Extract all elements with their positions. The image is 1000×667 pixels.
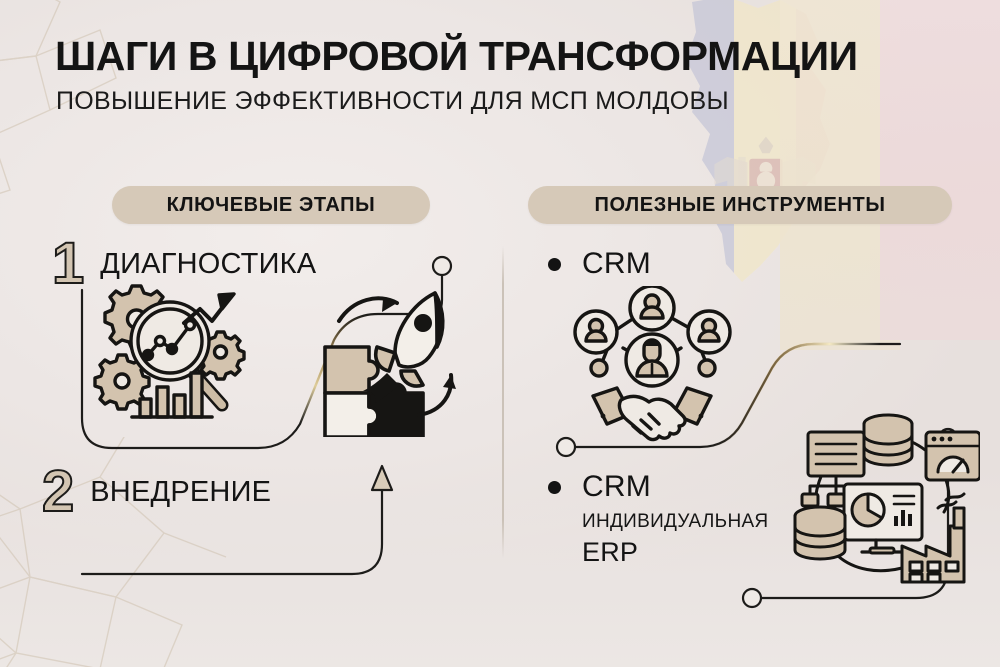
tool-name-2: CRM: [582, 470, 651, 503]
tool-name-1: CRM: [582, 247, 651, 280]
section-heading-key-stages: КЛЮЧЕВЫЕ ЭТАПЫ: [112, 186, 430, 224]
diagnostics-gears-magnifier-chart-icon: [93, 284, 246, 419]
tool-item-2: CRM ИНДИВИДУАЛЬНАЯ ERP: [548, 470, 768, 568]
header: ШАГИ В ЦИФРОВОЙ ТРАНСФОРМАЦИИ ПОВЫШЕНИЕ …: [55, 36, 935, 114]
background-pink-band: [880, 0, 1000, 340]
step-item-2: 2 ВНЕДРЕНИЕ: [41, 459, 272, 524]
tool-subtitle2-2: ERP: [582, 537, 639, 567]
section-heading-right-label: ПОЛЕЗНЫЕ ИНСТРУМЕНТЫ: [594, 193, 886, 216]
step-label-2: ВНЕДРЕНИЕ: [90, 475, 272, 508]
bullet-icon: [548, 257, 561, 271]
step-number-2: 2: [41, 459, 75, 524]
people-network-handshake-icon: [573, 286, 732, 442]
bullet-icon: [548, 480, 561, 494]
step-label-1: ДИАГНОСТИКА: [100, 247, 317, 280]
erp-systems-cycle-icon: [793, 413, 980, 584]
page-title: ШАГИ В ЦИФРОВОЙ ТРАНСФОРМАЦИИ: [55, 33, 858, 79]
section-heading-left-label: КЛЮЧЕВЫЕ ЭТАПЫ: [166, 193, 376, 216]
tool-item-1: CRM: [548, 247, 651, 281]
section-heading-useful-tools: ПОЛЕЗНЫЕ ИНСТРУМЕНТЫ: [528, 186, 952, 224]
page-subtitle: ПОВЫШЕНИЕ ЭФФЕКТИВНОСТИ ДЛЯ МСП МОЛДОВЫ: [56, 87, 729, 115]
step-item-1: 1 ДИАГНОСТИКА: [51, 231, 317, 296]
puzzle-rocket-icon: [323, 291, 456, 437]
tool-subtitle-2: ИНДИВИДУАЛЬНАЯ: [582, 511, 769, 532]
column-divider: [502, 246, 504, 558]
low-poly-pattern-top-left: [0, 0, 117, 194]
step-number-1: 1: [51, 231, 85, 296]
